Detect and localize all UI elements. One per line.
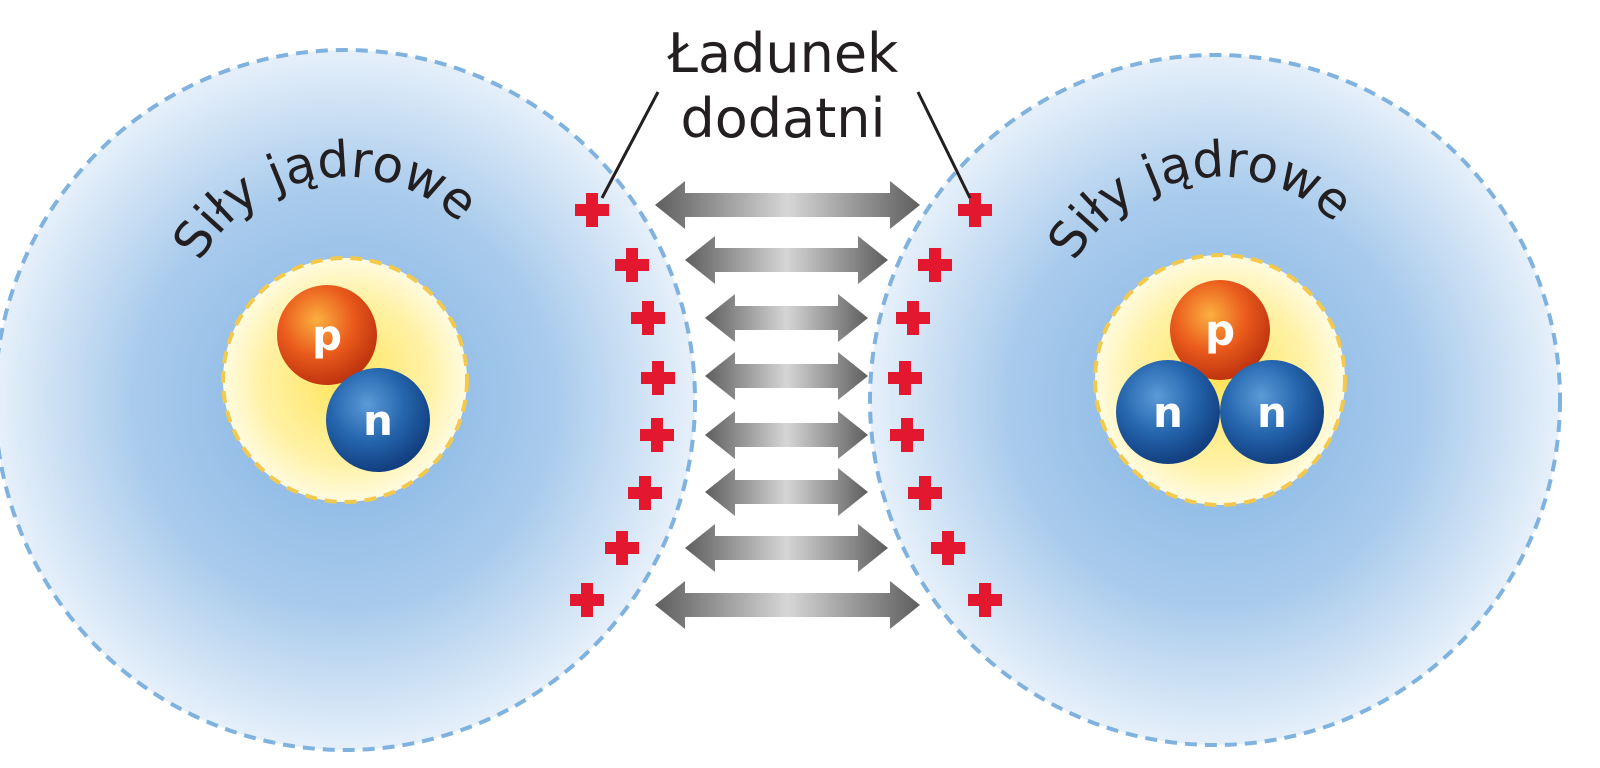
plus-sign-icon	[968, 583, 1002, 617]
plus-sign-icon	[896, 301, 930, 335]
left-proton: p	[277, 285, 377, 385]
double-arrow-icon	[655, 581, 920, 629]
callout-title-line-1: Ładunek	[667, 22, 899, 85]
plus-sign-icon	[615, 248, 649, 282]
left-leader-line	[600, 91, 660, 199]
callout-title-line-2: dodatni	[680, 87, 885, 150]
right-neutron-2-letter: n	[1257, 388, 1287, 437]
neutron-sphere-icon	[326, 368, 430, 472]
proton-sphere-icon	[1170, 280, 1270, 380]
repulsion-arrows	[655, 181, 920, 629]
plus-sign-icon	[931, 531, 965, 565]
neutron-sphere-icon	[1116, 360, 1220, 464]
left-proton-letter: p	[312, 311, 342, 360]
plus-sign-icon	[641, 361, 675, 395]
plus-sign-icon	[628, 476, 662, 510]
plus-sign-icon	[908, 476, 942, 510]
left-positive-charges	[570, 193, 675, 617]
plus-sign-icon	[890, 418, 924, 452]
left-neutron: n	[326, 368, 430, 472]
right-neutron-1-letter: n	[1153, 388, 1183, 437]
plus-sign-icon	[918, 248, 952, 282]
right-neutron-2: n	[1220, 360, 1324, 464]
double-arrow-icon	[655, 181, 920, 229]
left-nucleus: Siły jądrowe p n	[0, 48, 697, 752]
double-arrow-icon	[685, 524, 888, 572]
double-arrow-icon	[705, 411, 868, 459]
plus-sign-icon	[888, 361, 922, 395]
right-proton-letter: p	[1205, 306, 1235, 355]
proton-sphere-icon	[277, 285, 377, 385]
double-arrow-icon	[705, 468, 868, 516]
positive-charge-callout: Ładunek dodatni	[600, 22, 972, 199]
right-neutron-1: n	[1116, 360, 1220, 464]
plus-sign-icon	[631, 301, 665, 335]
right-positive-charges	[888, 193, 1002, 617]
double-arrow-icon	[705, 294, 868, 342]
plus-sign-icon	[640, 418, 674, 452]
plus-sign-icon	[575, 193, 609, 227]
plus-sign-icon	[605, 531, 639, 565]
left-neutron-letter: n	[363, 396, 393, 445]
double-arrow-icon	[705, 352, 868, 400]
plus-sign-icon	[570, 583, 604, 617]
right-nucleus: Siły jądrowe p n n	[868, 53, 1562, 747]
plus-sign-icon	[958, 193, 992, 227]
double-arrow-icon	[685, 236, 888, 284]
right-leader-line	[916, 91, 972, 199]
neutron-sphere-icon	[1220, 360, 1324, 464]
right-proton: p	[1170, 280, 1270, 380]
